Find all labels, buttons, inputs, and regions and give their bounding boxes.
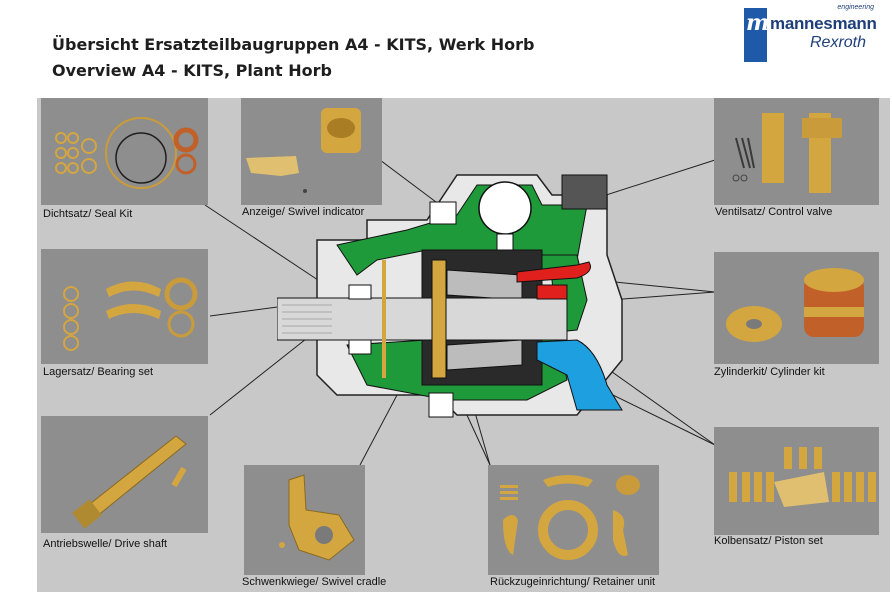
company-logo: m engineering mannesmann Rexroth (744, 4, 884, 62)
logo-sub-text: Rexroth (810, 34, 867, 51)
kit-photo-swivel-cradle (244, 465, 365, 575)
kit-photo-cylinder (714, 252, 879, 364)
kit-photo-swivel-indicator (241, 98, 382, 205)
kit-photo-control-valve (714, 98, 879, 205)
logo-mark-letter: m (746, 10, 770, 36)
logo-mark: m (744, 8, 770, 62)
kit-label-swivel-indicator: Anzeige/ Swivel indicator (242, 206, 365, 218)
kit-label-piston: Kolbensatz/ Piston set (714, 535, 823, 547)
kit-photo-drive-shaft (41, 416, 208, 533)
logo-brand-text: mannesmann (770, 14, 877, 33)
kit-photo-piston (714, 427, 879, 535)
pump-cross-section (277, 174, 623, 418)
header: Übersicht Ersatzteilbaugruppen A4 - KITS… (0, 0, 892, 96)
kit-label-cylinder: Zylinderkit/ Cylinder kit (714, 366, 825, 378)
page-title-english: Overview A4 - KITS, Plant Horb (52, 61, 332, 80)
logo-engineering-text: engineering (837, 4, 874, 11)
kit-photo-bearing (41, 249, 208, 364)
kit-label-retainer: Rückzugeinrichtung/ Retainer unit (490, 576, 656, 588)
kit-label-control-valve: Ventilsatz/ Control valve (715, 206, 833, 218)
kit-photo-retainer (488, 465, 659, 575)
kit-label-seal: Dichtsatz/ Seal Kit (43, 208, 133, 220)
kit-label-swivel-cradle: Schwenkwiege/ Swivel cradle (242, 576, 387, 588)
kit-label-drive-shaft: Antriebswelle/ Drive shaft (43, 538, 168, 550)
page-title-german: Übersicht Ersatzteilbaugruppen A4 - KITS… (52, 35, 535, 54)
kit-label-bearing: Lagersatz/ Bearing set (43, 366, 154, 378)
kit-photo-seal (41, 98, 208, 205)
